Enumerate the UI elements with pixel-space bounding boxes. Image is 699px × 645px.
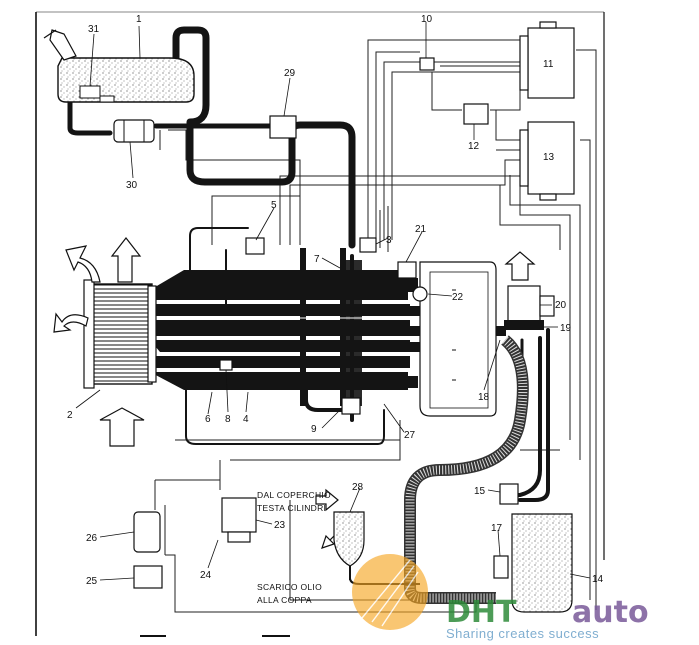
label-5: 5 [271,200,277,211]
relay-25 [133,565,163,589]
label-29: 29 [284,68,296,79]
caption-oil-drain-line1: SCARICO OLIO [257,582,322,592]
turbocharger [504,285,555,330]
sensor-22 [412,286,428,302]
watermark-sun-icon [352,554,428,630]
ecu-13 [519,121,575,201]
valve-9 [341,397,361,415]
label-28: 28 [352,482,364,493]
watermark: DHT auto Sharing creates success [352,554,649,641]
sensor-10 [419,57,435,71]
label-13: 13 [543,152,555,163]
fuel-filter [269,115,297,139]
caption-oil-drain-line2: ALLA COPPA [257,595,312,605]
fuel-tank [43,29,195,103]
intercooler [83,279,157,389]
label-17: 17 [491,523,503,534]
label-21: 21 [415,224,427,235]
valve-5 [245,237,265,255]
label-11: 11 [543,59,554,70]
throttle-21 [397,261,417,279]
label-8: 8 [225,414,231,425]
caption-head-cover-line1: DAL COPERCHIO [257,490,331,500]
valve-3 [359,237,377,253]
label-1: 1 [136,14,142,25]
valve-17 [493,555,509,579]
engine-block [419,261,497,417]
fuel-pump [113,119,155,143]
label-19: 19 [560,323,572,334]
sensor-8 [219,359,233,371]
captions: DAL COPERCHIO TESTA CILINDRI SCARICO OLI… [257,490,331,605]
canister-26 [133,511,161,553]
label-15: 15 [474,486,486,497]
label-27: 27 [404,430,416,441]
label-14: 14 [592,574,604,585]
label-4: 4 [243,414,249,425]
label-18: 18 [478,392,490,403]
label-7: 7 [314,254,320,265]
wiring-harness [154,39,597,613]
label-20: 20 [555,300,567,311]
sensor-12 [463,103,489,125]
label-3: 3 [386,235,392,246]
label-2: 2 [67,410,73,421]
leader-lines [75,22,591,581]
label-23: 23 [274,520,286,531]
label-10: 10 [421,14,433,25]
actuator-23 [221,497,257,543]
label-9: 9 [311,424,317,435]
label-6: 6 [205,414,211,425]
caption-head-cover-line2: TESTA CILINDRI [257,503,326,513]
solenoid-15 [499,483,519,505]
airflow-arrows [53,237,536,549]
watermark-logo-auto: auto [572,595,649,630]
label-25: 25 [86,576,98,587]
label-26: 26 [86,533,98,544]
label-30: 30 [126,180,138,191]
label-24: 24 [200,570,212,581]
ecu-11 [519,21,575,99]
watermark-logo-dht: DHT [446,595,517,630]
label-12: 12 [468,141,480,152]
page-frame [35,11,605,637]
label-22: 22 [452,292,464,303]
oil-sump [511,513,573,613]
watermark-tagline: Sharing creates success [446,626,599,641]
label-31: 31 [88,24,100,35]
callout-labels: 1 2 3 4 5 6 7 8 9 10 11 12 13 14 15 17 1… [67,14,604,587]
